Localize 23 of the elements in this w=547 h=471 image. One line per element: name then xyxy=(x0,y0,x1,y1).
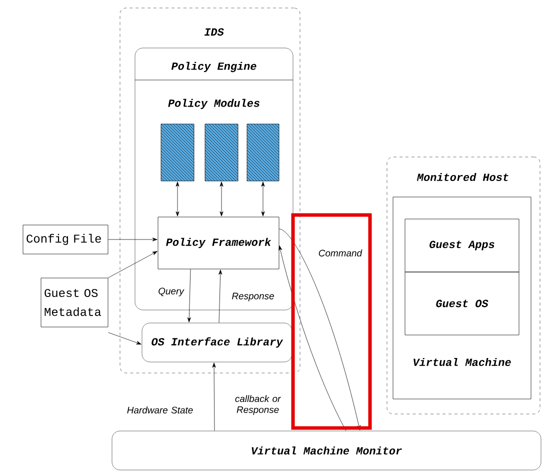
input-box: Guest OS Metadata xyxy=(40,278,108,328)
component-box: OS Interface Library xyxy=(142,322,292,362)
edge-label: Response xyxy=(232,292,274,302)
arrow xyxy=(108,251,158,278)
edge-label: Query xyxy=(158,288,184,296)
arrow xyxy=(176,182,180,216)
arrow xyxy=(220,182,224,216)
process-box: Guest Apps xyxy=(404,218,520,272)
process-box: Guest OS xyxy=(404,272,520,336)
arrow xyxy=(218,270,222,323)
edge-label: Command xyxy=(318,250,362,256)
process-box: Policy Framework xyxy=(158,216,280,270)
edge-label: callback or Response xyxy=(235,395,281,415)
component-box: Virtual Machine Monitor xyxy=(112,430,542,470)
input-box: Config File xyxy=(22,224,108,254)
arrow xyxy=(187,269,191,322)
arrow xyxy=(108,332,142,344)
arrow xyxy=(279,228,361,430)
arrow xyxy=(212,362,216,431)
arrow xyxy=(108,238,158,242)
arrow xyxy=(261,182,265,216)
edge-label: Hardware State xyxy=(127,406,193,414)
arrow xyxy=(278,245,346,431)
